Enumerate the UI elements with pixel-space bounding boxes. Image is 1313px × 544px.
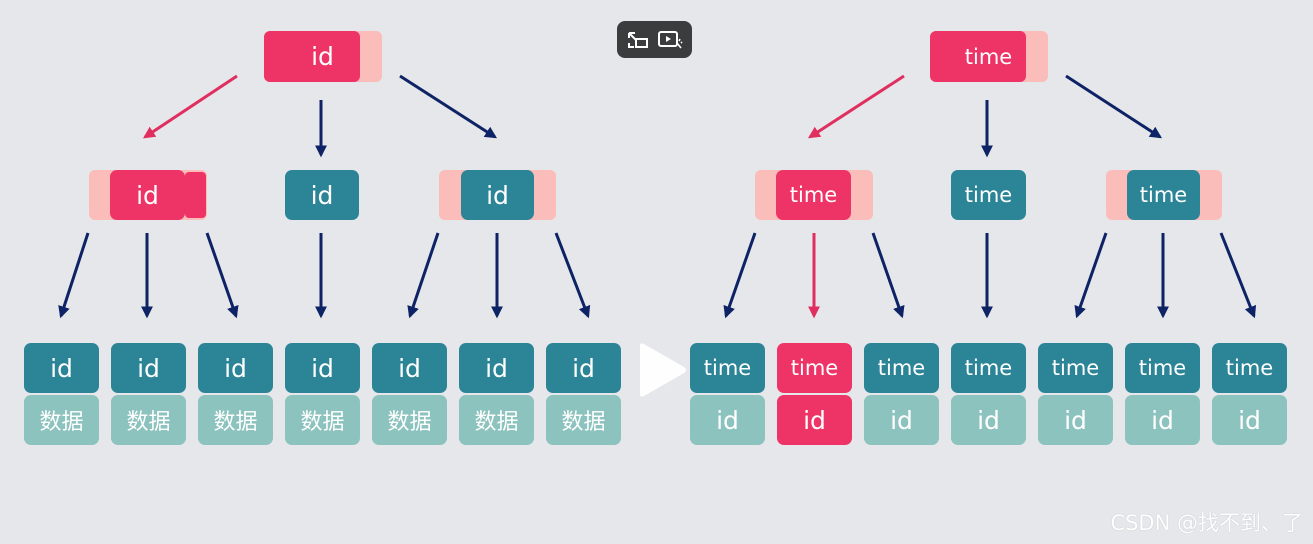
- right-leaf-2-key: time: [777, 343, 852, 393]
- right-leaf-4-key: time: [951, 343, 1026, 393]
- arrow-left-n3-l7: [554, 232, 591, 319]
- right-internal-1-key: time: [776, 170, 851, 220]
- right-leaf-1-key: time: [690, 343, 765, 393]
- right-leaf-2-value: id: [777, 395, 852, 445]
- video-overlay-controls: [617, 21, 692, 58]
- right-leaf-7-key-label: time: [1225, 356, 1274, 380]
- right-leaf-2-value-label: id: [803, 405, 826, 435]
- right-internal-2-label: time: [964, 183, 1013, 207]
- right-leaf-3-key: time: [864, 343, 939, 393]
- left-leaf-6-key: id: [459, 343, 534, 393]
- left-leaf-2-key: id: [111, 343, 186, 393]
- left-leaf-6-value: 数据: [459, 395, 534, 445]
- right-root-key-label: time: [964, 44, 1013, 69]
- left-leaf-1-value-label: 数据: [39, 410, 84, 435]
- arrow-left-root-to-n3: [399, 74, 498, 139]
- left-leaf-3-key: id: [198, 343, 273, 393]
- left-leaf-7-key: id: [546, 343, 621, 393]
- right-leaf-5-key-label: time: [1051, 356, 1100, 380]
- left-root-key: id: [286, 31, 359, 82]
- left-internal-2-label: id: [310, 180, 334, 210]
- arrow-right-n1-l1: [723, 232, 757, 319]
- right-leaf-4-key-label: time: [964, 356, 1013, 380]
- arrow-right-n1-l3: [871, 232, 905, 319]
- right-leaf-4-value: id: [951, 395, 1026, 445]
- left-internal-2-key: id: [285, 170, 359, 220]
- left-leaf-5-key: id: [372, 343, 447, 393]
- arrow-left-n3-l5: [407, 232, 440, 319]
- play-icon[interactable]: [636, 342, 688, 402]
- arrow-right-n3-l7: [1219, 232, 1257, 319]
- left-leaf-5-key-label: id: [398, 353, 421, 383]
- left-internal-1-key: id: [110, 170, 185, 220]
- right-leaf-3-value: id: [864, 395, 939, 445]
- left-leaf-3-value-label: 数据: [213, 410, 258, 435]
- right-internal-1-label: time: [789, 183, 838, 207]
- left-leaf-7-key-label: id: [572, 353, 595, 383]
- arrow-right-root-to-n3: [1065, 74, 1163, 139]
- right-leaf-5-key: time: [1038, 343, 1113, 393]
- left-internal-3-key: id: [461, 170, 534, 220]
- right-internal-3-label: time: [1139, 183, 1188, 207]
- left-leaf-5-value-label: 数据: [387, 410, 432, 435]
- left-internal-1-label: id: [136, 180, 159, 210]
- right-leaf-7-key: time: [1212, 343, 1287, 393]
- right-leaf-1-key-label: time: [703, 356, 752, 380]
- left-leaf-3-value: 数据: [198, 395, 273, 445]
- left-leaf-4-value: 数据: [285, 395, 360, 445]
- left-leaf-1-value: 数据: [24, 395, 99, 445]
- right-leaf-6-key-label: time: [1138, 356, 1187, 380]
- left-leaf-3-key-label: id: [224, 353, 247, 383]
- right-leaf-3-value-label: id: [890, 405, 913, 435]
- watermark: CSDN @找不到、了: [1110, 511, 1303, 535]
- left-leaf-7-value: 数据: [546, 395, 621, 445]
- left-leaf-1-key-label: id: [50, 353, 73, 383]
- left-leaf-4-key: id: [285, 343, 360, 393]
- right-leaf-7-value: id: [1212, 395, 1287, 445]
- arrow-left-n1-l1: [58, 232, 90, 319]
- left-leaf-2-value-label: 数据: [126, 410, 171, 435]
- left-root-key-label: id: [311, 42, 334, 71]
- right-leaf-1-value: id: [690, 395, 765, 445]
- right-leaf-2-key-label: time: [790, 356, 839, 380]
- right-leaf-6-value-label: id: [1151, 405, 1174, 435]
- right-leaf-5-value-label: id: [1064, 405, 1087, 435]
- right-leaf-4-value-label: id: [977, 405, 1000, 435]
- arrow-right-root-to-n1: [807, 74, 905, 139]
- right-leaf-5-value: id: [1038, 395, 1113, 445]
- left-leaf-4-value-label: 数据: [300, 410, 345, 435]
- left-leaf-2-key-label: id: [137, 353, 160, 383]
- right-root-key: time: [952, 31, 1025, 82]
- left-leaf-1-key: id: [24, 343, 99, 393]
- right-leaf-6-value: id: [1125, 395, 1200, 445]
- right-internal-3-key: time: [1127, 170, 1200, 220]
- arrow-left-n1-l3: [205, 232, 239, 319]
- arrow-left-root-to-n1: [142, 74, 238, 139]
- right-leaf-3-key-label: time: [877, 356, 926, 380]
- left-leaf-6-value-label: 数据: [474, 410, 519, 435]
- left-leaf-6-key-label: id: [485, 353, 508, 383]
- arrow-right-n3-l5: [1074, 232, 1108, 319]
- right-leaf-6-key: time: [1125, 343, 1200, 393]
- left-leaf-5-value: 数据: [372, 395, 447, 445]
- left-internal-1-right-segment: [185, 172, 206, 218]
- right-leaf-7-value-label: id: [1238, 405, 1261, 435]
- left-leaf-4-key-label: id: [311, 353, 334, 383]
- video-enhance-icon[interactable]: [657, 29, 683, 51]
- right-internal-2-key: time: [951, 170, 1026, 220]
- left-leaf-2-value: 数据: [111, 395, 186, 445]
- left-leaf-7-value-label: 数据: [561, 410, 606, 435]
- right-leaf-1-value-label: id: [716, 405, 739, 435]
- picture-in-picture-icon[interactable]: [626, 29, 650, 51]
- left-internal-3-label: id: [486, 180, 509, 210]
